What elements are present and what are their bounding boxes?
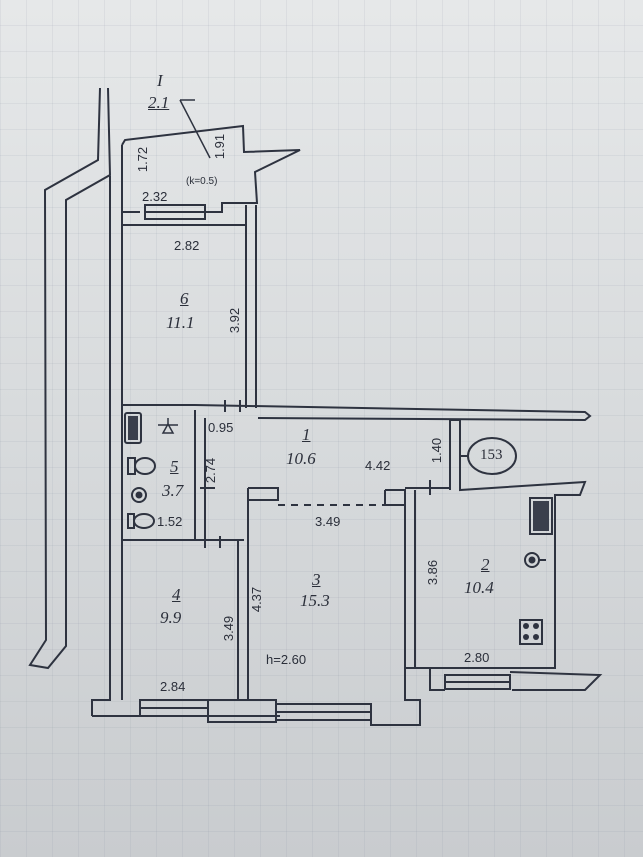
kitchen-sink-icon <box>529 497 553 535</box>
toilet-2-icon <box>127 513 155 529</box>
room-I-number: I <box>157 71 163 90</box>
room-5-number: 5 <box>170 457 179 476</box>
dim-room4-width: 2.84 <box>160 679 186 694</box>
outer-wall-left <box>28 87 112 670</box>
stove-icon <box>519 619 543 645</box>
room-2-number: 2 <box>481 555 490 574</box>
room-5-area: 3.7 <box>162 481 184 500</box>
dim-kitchen-height: 3.86 <box>425 559 441 586</box>
sink-icon <box>158 418 178 434</box>
bathtub-icon <box>124 412 142 444</box>
dim-balcony-right: 1.91 <box>212 133 228 160</box>
toilet-icon <box>127 457 156 475</box>
room-2-area: 10.4 <box>464 578 494 597</box>
dim-living-width: 3.49 <box>315 514 341 529</box>
room-6-number: 6 <box>180 289 189 308</box>
room-4-number: 4 <box>172 585 181 604</box>
dim-bath-height: 2.74 <box>203 457 219 484</box>
dim-hall-length: 4.42 <box>365 458 391 473</box>
room-1-number: 1 <box>302 425 311 444</box>
room-4-area: 9.9 <box>160 608 182 627</box>
dim-hall-width: 1.40 <box>429 437 445 464</box>
ceiling-height: h=2.60 <box>266 652 307 667</box>
dim-room4-height: 3.49 <box>221 615 237 642</box>
dim-balcony-bottom: 2.32 <box>142 189 168 204</box>
washing-machine-icon <box>131 487 147 503</box>
room-6-area: 11.1 <box>166 313 195 332</box>
balcony-outline <box>121 124 301 213</box>
dim-bath-width: 1.52 <box>157 514 183 529</box>
dim-hall-left: 0.95 <box>208 420 234 435</box>
room-I-area: 2.1 <box>148 93 170 112</box>
room-I-coef: (k=0.5) <box>186 176 218 187</box>
dim-balcony-left: 1.72 <box>135 146 151 173</box>
room-3-number: 3 <box>312 570 321 589</box>
water-heater-icon <box>524 552 546 568</box>
dim-room6-width: 2.82 <box>174 238 200 253</box>
outer-wall-left-inner <box>91 176 111 716</box>
dim-room6-height: 3.92 <box>227 307 243 334</box>
room-1-area: 10.6 <box>286 449 316 468</box>
dim-kitchen-width: 2.80 <box>464 650 490 665</box>
apartment-number: 153 <box>480 447 503 463</box>
room-3-area: 15.3 <box>300 591 330 610</box>
dim-living-height: 4.37 <box>249 586 265 613</box>
hall-top-wall <box>194 404 592 422</box>
